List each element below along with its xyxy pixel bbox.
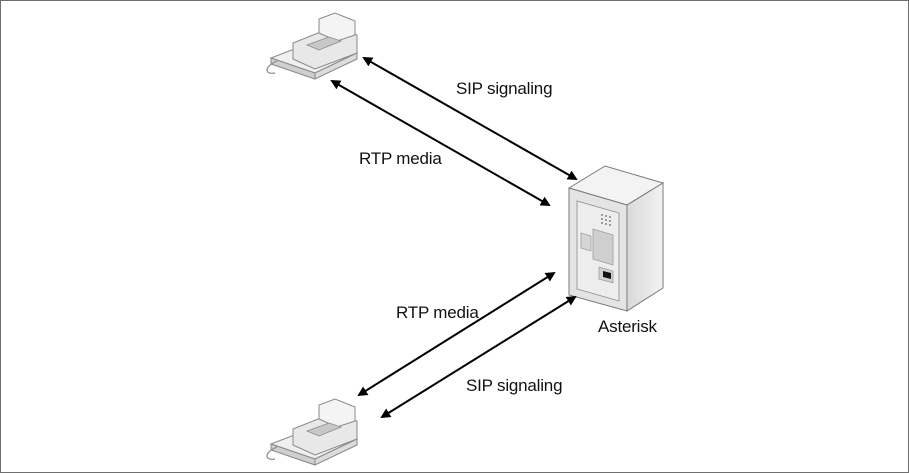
asterisk-server-icon [567,165,665,312]
phone-bottom-icon [266,398,359,466]
sip-signaling-label-top: SIP signaling [456,79,553,98]
rtp-media-label-bottom: RTP media [396,303,479,322]
rtp-media-arrow-top [330,80,551,206]
phone-top-icon [266,12,359,80]
server-label: Asterisk [598,317,657,336]
sip-signaling-label-bottom: SIP signaling [466,376,563,395]
sip-signaling-arrow-bottom [380,295,577,419]
rtp-media-label-top: RTP media [359,149,442,168]
